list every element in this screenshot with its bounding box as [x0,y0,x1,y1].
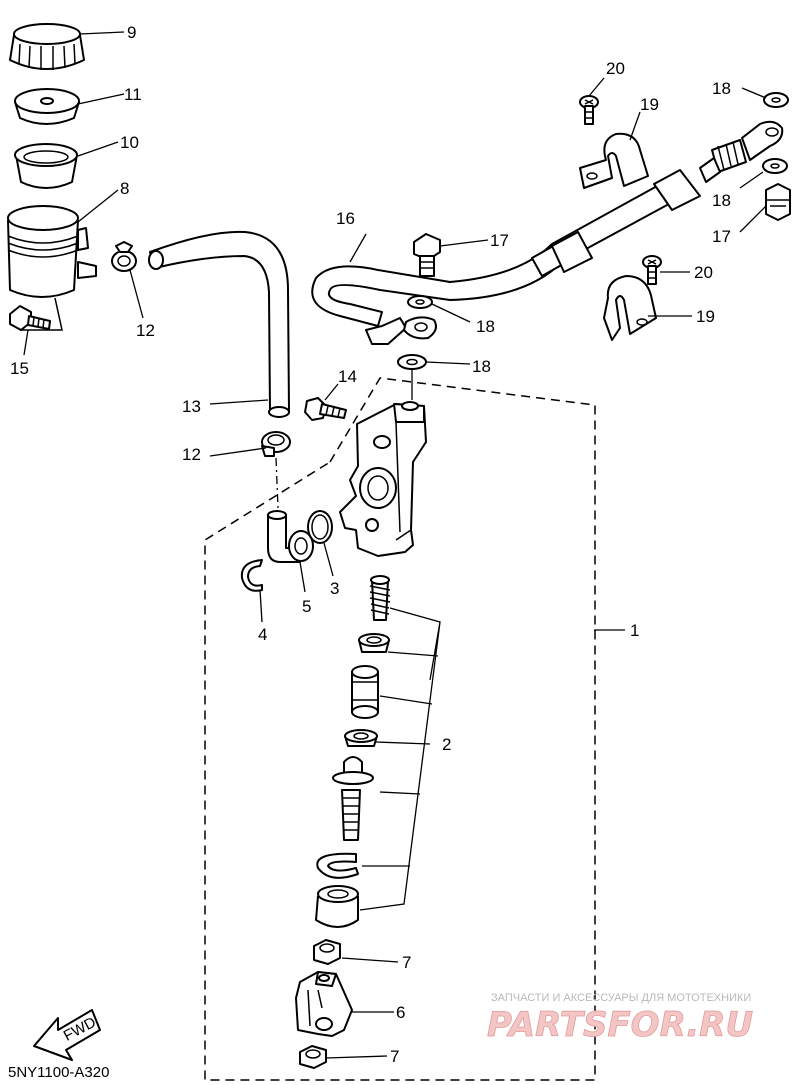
part-7-nut-lower [299,1045,327,1069]
part-18-washer-right-lower [762,158,788,174]
part-14-bolt [304,397,347,421]
callout-18-right-lower: 18 [712,191,731,210]
assembly-boundary [204,377,596,1081]
part-9-reservoir-cap [9,23,85,70]
callout-20-upper: 20 [606,59,625,78]
part-7-nut-upper [313,939,341,965]
callout-8: 8 [120,179,129,198]
part-15-bolt [9,305,51,331]
callout-11: 11 [124,85,142,104]
callout-7-upper: 7 [402,953,411,972]
callout-3: 3 [330,579,339,598]
part-3-o-ring [307,510,333,544]
callout-14: 14 [338,367,357,386]
callout-20-lower: 20 [694,263,713,282]
callout-12-lower: 12 [182,445,201,464]
part-18-washer-center-upper [407,295,433,309]
callout-1: 1 [630,621,639,640]
part-2-piston [351,665,379,719]
part-2-boot [315,885,359,928]
part-16-brake-hose [311,120,784,345]
part-6-clevis [295,971,353,1037]
part-19-hose-holder-upper [579,132,649,189]
part-18-washer-center-lower [397,354,427,370]
callout-4: 4 [258,625,267,644]
part-17-union-bolt-center [413,233,441,277]
callout-13: 13 [182,397,201,416]
callout-18-right-upper: 18 [712,79,731,98]
part-19-hose-holder-lower [603,275,657,341]
part-12-hose-clamp-lower [261,431,291,457]
part-11-diaphragm-plate [14,88,80,125]
callout-18-center-upper: 18 [476,317,495,336]
callout-17-right: 17 [712,227,731,246]
callout-7-lower: 7 [390,1047,399,1066]
callout-9: 9 [127,23,136,42]
part-18-washer-right-upper [763,92,789,108]
fwd-arrow: FWD [33,1009,101,1061]
watermark-caption: ЗАПЧАСТИ И АКСЕССУАРЫ ДЛЯ МОТОТЕХНИКИ [491,992,751,1004]
part-5-hose-joint [267,510,314,563]
callout-15: 15 [10,359,29,378]
part-8-reservoir-tank [7,205,97,331]
callout-16: 16 [336,209,355,228]
part-2-snap-ring [316,852,359,879]
callout-10: 10 [120,133,139,152]
part-2-spring [369,575,391,621]
part-10-diaphragm [14,143,78,189]
callout-12-upper: 12 [136,321,155,340]
part-2-cup-seal-secondary [344,729,378,747]
part-4-circlip [240,559,263,592]
hose-axis-line [275,457,279,509]
callout-18-center-lower: 18 [472,357,491,376]
master-cylinder-body [339,401,427,557]
callout-2: 2 [442,735,451,754]
diagram-code: 5NY1100-A320 [8,1064,109,1081]
part-12-hose-clamp-upper [111,241,137,272]
part-20-screw-lower [642,255,662,285]
watermark-brand: PARTSFOR.RU [487,1005,753,1045]
callout-6: 6 [396,1003,405,1022]
callout-19-upper: 19 [640,95,659,114]
leader-lines [23,31,767,1059]
part-2-push-rod [332,756,374,841]
part-20-screw-upper [579,95,599,125]
part-17-union-bolt-right [765,183,791,221]
callout-5: 5 [302,597,311,616]
callout-17-center: 17 [490,231,509,250]
callout-19-lower: 19 [696,307,715,326]
part-2-cup-seal-primary [358,633,390,653]
part-13-reservoir-hose [148,230,290,418]
